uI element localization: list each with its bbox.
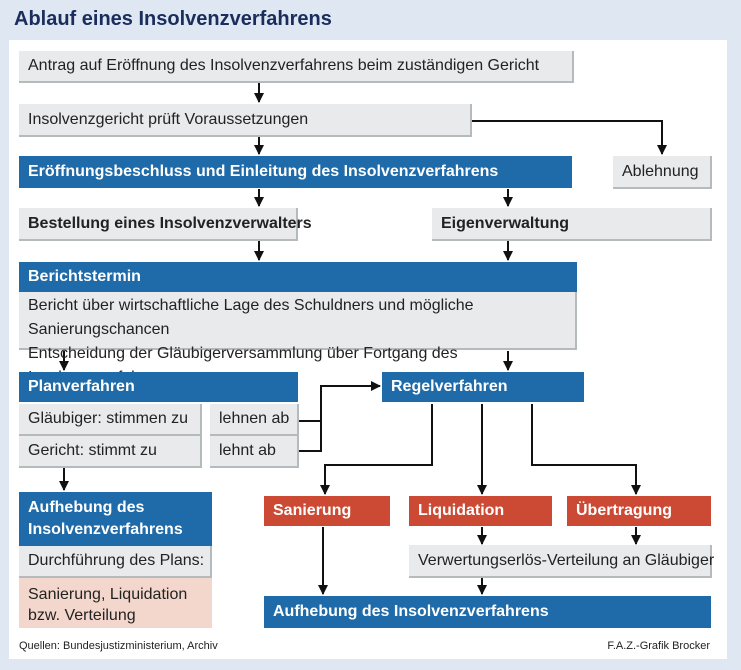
box-lehnen-ab: lehnen ab — [210, 404, 299, 436]
box-aufhebung-plan: Aufhebung des Insolvenzverfahrens — [19, 492, 212, 546]
box-pruefung: Insolvenzgericht prüft Voraussetzungen — [19, 104, 472, 137]
box-liquidation: Liquidation — [409, 496, 552, 526]
box-ablehnung: Ablehnung — [613, 156, 712, 189]
box-eigenverwaltung: Eigenverwaltung — [432, 208, 712, 241]
box-aufhebung-regel: Aufhebung des Insolvenzverfahrens — [264, 596, 711, 628]
box-verwertung: Verwertungserlös-Verteilung an Gläubiger — [409, 545, 714, 578]
box-regelverfahren: Regelverfahren — [382, 372, 584, 402]
box-gericht-stimmt: Gericht: stimmt zu — [19, 436, 202, 468]
box-planverfahren: Planverfahren — [19, 372, 298, 402]
source-note: Quellen: Bundesjustizministerium, Archiv — [19, 640, 218, 652]
box-antrag: Antrag auf Eröffnung des Insolvenzverfah… — [19, 51, 574, 83]
box-durchfuehrung-detail: Sanierung, Liquidation bzw. Verteilung — [19, 578, 212, 628]
box-lehnt-ab: lehnt ab — [210, 436, 299, 468]
box-sanierung: Sanierung — [264, 496, 390, 526]
credit-note: F.A.Z.-Grafik Brocker — [607, 640, 710, 652]
box-bericht: Bericht über wirtschaftliche Lage des Sc… — [19, 292, 577, 386]
box-glaeubiger-stimmen: Gläubiger: stimmen zu — [19, 404, 202, 436]
box-bestellung: Bestellung eines Insolvenzverwalters — [19, 208, 312, 241]
box-eroeffnung: Eröffnungsbeschluss und Einleitung des I… — [19, 156, 572, 188]
bericht-line-1: Bericht über wirtschaftliche Lage des Sc… — [28, 297, 474, 338]
page-title: Ablauf eines Insolvenzverfahrens — [14, 8, 332, 30]
box-uebertragung: Übertragung — [567, 496, 711, 526]
box-berichtstermin: Berichtstermin — [19, 262, 577, 292]
box-durchfuehrung: Durchführung des Plans: — [19, 546, 212, 578]
